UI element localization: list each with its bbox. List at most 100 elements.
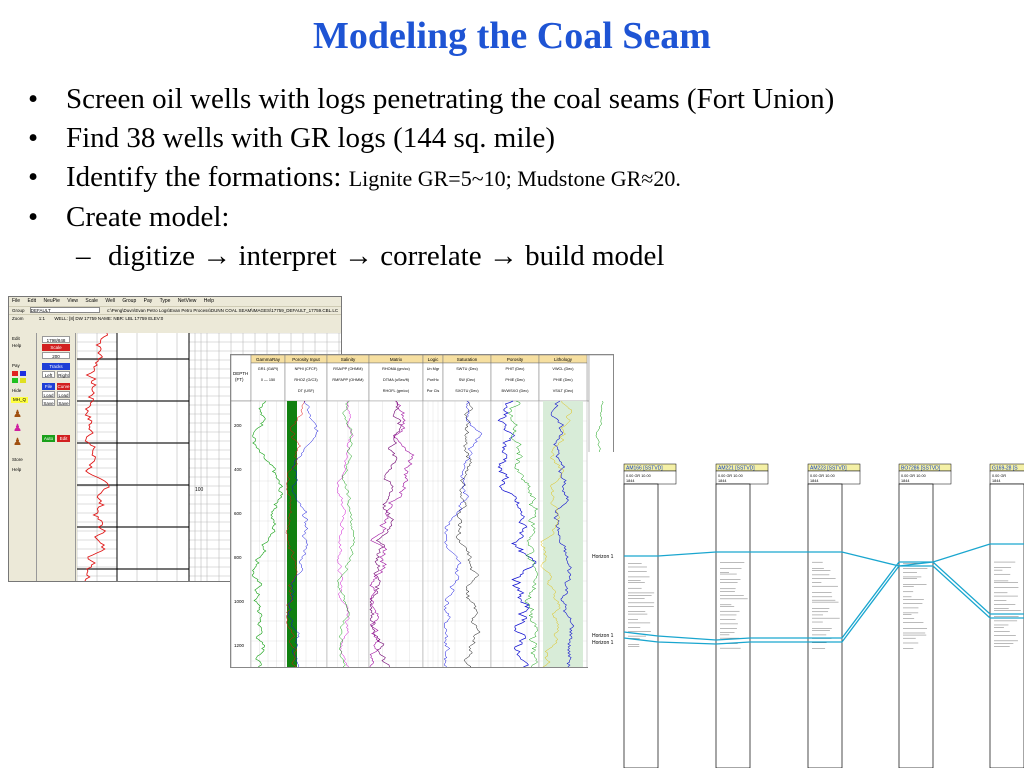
walker-icon[interactable]: ♟ (13, 423, 22, 434)
group-label: Group (12, 308, 25, 313)
log-curve (287, 400, 319, 667)
file-button[interactable]: File (42, 383, 55, 390)
left-label[interactable]: Hide (12, 388, 22, 393)
group-row: Group DEFAULT c:\Peng\Duvn\Evan Petro Lo… (9, 306, 341, 314)
zoom-row: Zoom 1:1 WELL: [8] DW 17759 NAME: NBR: L… (9, 314, 341, 322)
horizon-label: Horizon 1 (592, 633, 614, 639)
menu-item[interactable]: NetView (177, 298, 197, 304)
left-label[interactable]: MH_Q (11, 397, 29, 403)
left-track-button[interactable]: Left (42, 371, 55, 378)
well-datum-label: 1844 (718, 479, 726, 483)
scale-button[interactable]: Scale (42, 344, 70, 351)
left-label[interactable]: Edit (12, 336, 20, 341)
bullet-small-text: Lignite GR=5~10; Mudstone GR≈20. (348, 166, 681, 191)
menu-item[interactable]: Well (105, 298, 115, 304)
lithology-fill (543, 401, 583, 667)
well-datum-label: 1844 (626, 479, 634, 483)
well-name: AM166 [SSTVD] (626, 466, 663, 472)
curve-button[interactable]: Curve (57, 383, 70, 390)
well-scale-label: 0.00 GR (992, 474, 1006, 478)
track-subheader: SWTU (Dec) (456, 367, 478, 371)
edit-button[interactable]: Edit (57, 435, 70, 442)
horizon-label: Horizon 1 (592, 640, 614, 646)
curve-save-button[interactable]: Save (57, 399, 70, 406)
zoom-value[interactable]: 1:1 (38, 316, 46, 321)
depth-tick-label: 800 (234, 555, 242, 560)
horizon-line[interactable] (623, 565, 1024, 645)
scale-value[interactable]: 200 (42, 352, 70, 359)
bullet-item: • Find 38 wells with GR logs (144 sq. mi… (26, 119, 1016, 158)
well-name: AM221 [SSTVD] (718, 466, 755, 472)
menu-item[interactable]: Help (203, 298, 215, 304)
well-column[interactable] (989, 483, 1024, 768)
track-title: Logic (428, 357, 440, 362)
curve-load-button[interactable]: Load (57, 391, 70, 398)
sub-bullet-item: – digitize → interpret → correlate → bui… (26, 237, 1016, 276)
track-title: Porosity (507, 357, 524, 362)
depth-readout: 1798/848 (42, 336, 70, 343)
well-column[interactable] (715, 483, 751, 768)
track-title: Porosity Input (292, 357, 320, 362)
left-label[interactable]: Pay (12, 363, 20, 368)
well-column[interactable] (898, 483, 934, 768)
track-title: Matrix (390, 357, 403, 362)
auto-button[interactable]: Auto (42, 435, 55, 442)
walker-icon[interactable]: ♟ (13, 437, 22, 448)
color-swatch-icon[interactable] (20, 378, 26, 383)
track-subheader: Por/Hc (427, 378, 439, 382)
bullet-item: • Screen oil wells with logs penetrating… (26, 80, 1016, 119)
menu-item[interactable]: Scale (85, 298, 98, 304)
horizon-line[interactable] (624, 543, 1024, 567)
color-swatch-icon[interactable] (12, 378, 18, 383)
track-subheader-cell (284, 362, 328, 402)
well-name: G169-28 [S (992, 466, 1018, 472)
left-label[interactable]: Help (12, 343, 22, 348)
walker-icon[interactable]: ♟ (13, 409, 22, 420)
menu-item[interactable]: Edit (27, 298, 37, 304)
color-swatch-icon[interactable] (12, 371, 18, 376)
track-subheader: VSILT (Dec) (553, 389, 574, 393)
menu-item[interactable]: File (12, 298, 21, 304)
log-curve (540, 400, 573, 667)
left-label[interactable]: Help (12, 467, 22, 472)
menu-item[interactable]: NeuPie (43, 298, 60, 304)
well-scale-label: 0.00 GR 10.00 (626, 474, 651, 478)
bullet-marker: • (28, 161, 39, 193)
track-subheader: SXOTU (Dec) (455, 389, 479, 393)
group-select[interactable]: DEFAULT (29, 307, 100, 313)
depth-header-label: DEPTH (233, 371, 248, 376)
load-button[interactable]: Load (42, 391, 55, 398)
horizon-label: Horizon 1 (592, 554, 614, 560)
track-subheader: BVWSXO (Dec) (501, 389, 529, 393)
track-title: Salinity (341, 357, 356, 362)
well-column[interactable] (623, 483, 659, 768)
depth-track (231, 400, 252, 667)
horizon-line[interactable] (623, 561, 1024, 641)
track-title: Lithology (554, 357, 573, 362)
path-display: c:\Peng\Duvn\Evan Petro Logs\Evan Petro … (107, 308, 339, 313)
tracks-button[interactable]: Tracks (42, 363, 70, 370)
track-subheader: VWCL (Dec) (552, 367, 574, 371)
bullet-marker: • (28, 83, 39, 115)
track-subheader: GR1 (GAPI) (258, 367, 279, 371)
sub-bullet-marker: – (76, 240, 91, 272)
depth-tick-label: 400 (234, 467, 242, 472)
track-subheader: PHIE (Dec) (553, 378, 573, 382)
left-label[interactable]: Store (12, 457, 23, 462)
save-button[interactable]: Save (42, 399, 55, 406)
depth-header-unit: (FT) (235, 377, 244, 382)
log-curve (336, 400, 355, 667)
menu-item[interactable]: Group (122, 298, 137, 304)
well-column[interactable] (807, 483, 843, 768)
color-swatch-icon[interactable] (20, 371, 26, 376)
right-track-button[interactable]: Right (57, 371, 70, 378)
menu-item[interactable]: Pay (143, 298, 153, 304)
menu-item[interactable]: View (67, 298, 79, 304)
log-curve (336, 400, 354, 667)
track-subheader: RHOFL (gm/cc) (383, 389, 410, 393)
menu-item[interactable]: Type (159, 298, 171, 304)
well-scale-label: 0.00 GR 10.00 (901, 474, 926, 478)
track-title: GammaRay (256, 357, 281, 362)
